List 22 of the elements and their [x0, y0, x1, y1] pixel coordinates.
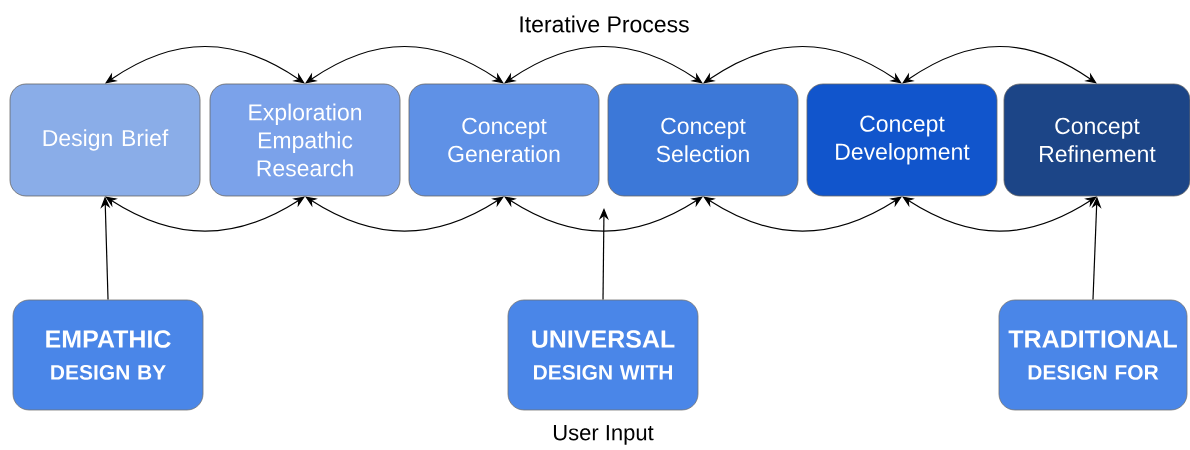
arrow	[902, 196, 1097, 232]
arrow	[902, 45, 1097, 84]
stage-box: Design Brief	[9, 83, 201, 197]
stage-box: Exploration Empathic Research	[209, 83, 401, 197]
arrow	[105, 196, 305, 232]
stage-box: Concept Selection	[607, 83, 799, 197]
arrow	[105, 45, 305, 84]
heading-text: Iterative Process	[520, 15, 689, 33]
arrow	[703, 196, 902, 232]
approach-box: UNIVERSAL DESIGN WITH	[507, 299, 699, 411]
arrow	[703, 45, 902, 84]
caption-text: User Input	[553, 425, 654, 445]
arrow	[504, 45, 703, 84]
arrow	[305, 45, 504, 84]
approach-box: TRADITIONAL DESIGN FOR	[998, 299, 1188, 411]
arrow	[504, 196, 703, 232]
stage-box: Concept Development	[806, 83, 998, 197]
stage-box: Concept Generation	[408, 83, 600, 197]
arrow	[598, 208, 609, 301]
stage-box: Concept Refinement	[1003, 83, 1190, 197]
approach-box: EMPATHIC DESIGN BY	[12, 299, 204, 411]
arrow	[305, 196, 504, 232]
